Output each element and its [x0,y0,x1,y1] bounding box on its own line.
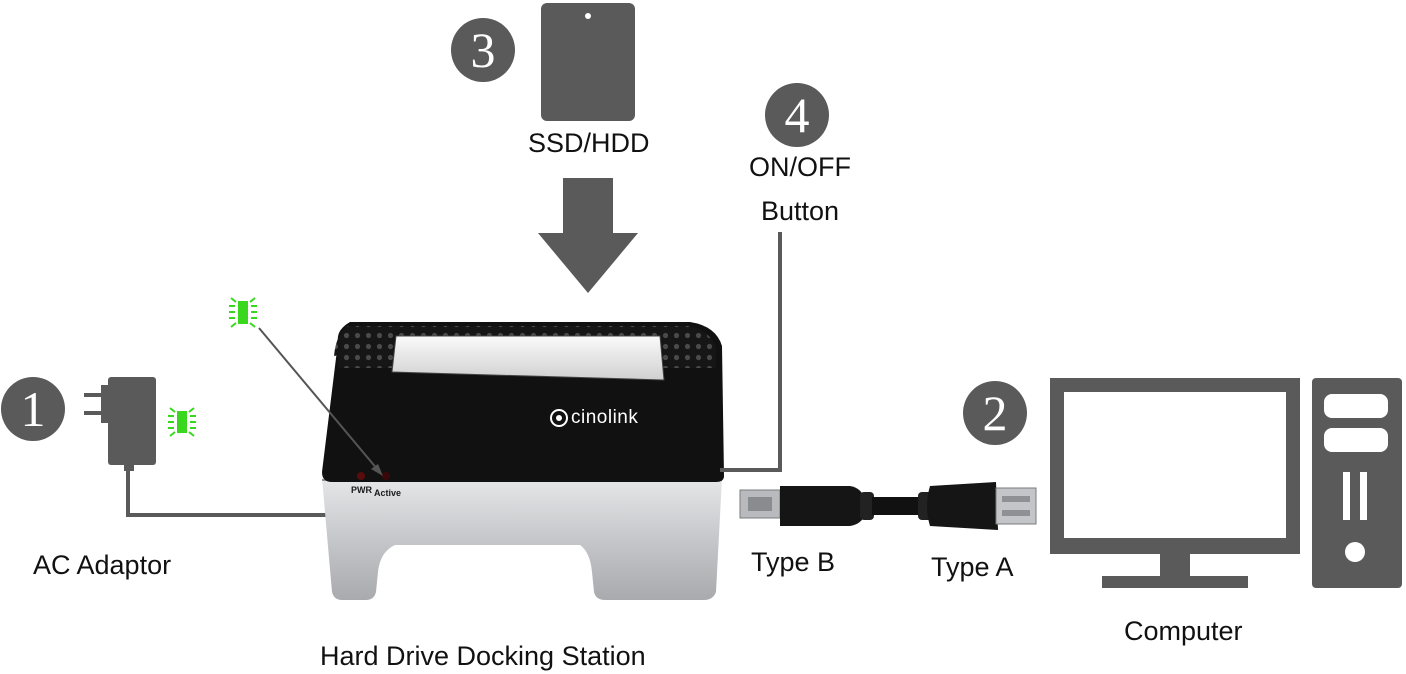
type-b-label: Type B [751,547,836,577]
ac-adaptor-icon [84,377,156,471]
ssd-hdd-drive-icon [541,3,635,121]
brand-name: cinolink [571,407,639,428]
step-1-badge: 1 [1,377,65,441]
computer-label: Computer [1124,616,1243,646]
docking-station-label: Hard Drive Docking Station [320,641,646,671]
ssd-hdd-label: SSD/HDD [528,128,650,158]
active-led-label: Active [374,488,402,498]
computer-tower-icon [1312,378,1402,588]
pwr-led-label: PWR [351,485,372,495]
docking-station [322,322,724,600]
monitor-icon [1050,378,1300,588]
step-2-badge: 2 [963,381,1027,445]
step-3-badge: 3 [451,18,515,82]
drive-slot [391,335,665,381]
insert-arrow-icon [538,178,638,293]
on-off-label: ON/OFF [749,152,851,182]
brand-logo-icon [550,409,568,427]
power-led-glow-icon [168,407,196,437]
active-led [382,472,390,480]
pwr-led [357,472,365,480]
button-label: Button [760,196,840,226]
ac-adaptor-label: AC Adaptor [33,550,172,580]
step-4-badge: 4 [765,83,829,147]
type-a-label: Type A [931,552,1014,582]
led-pointer-line [258,327,379,471]
usb-cable [739,482,1037,530]
active-led-glow-icon [229,297,257,328]
onoff-pointer-line [720,232,782,472]
power-cable [126,468,330,517]
